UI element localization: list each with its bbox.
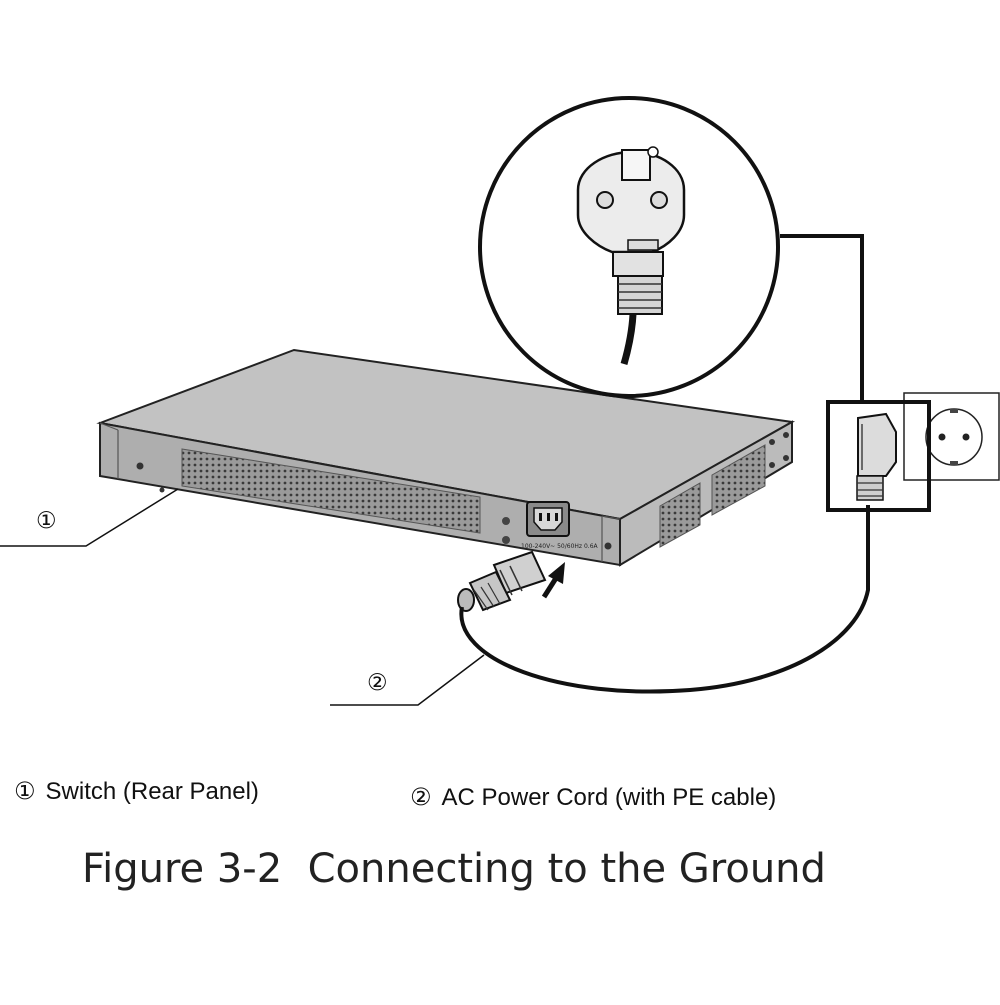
rear-screw-left <box>136 462 144 470</box>
schuko-plug-magnified <box>576 146 686 365</box>
rear-screw-right <box>604 542 612 550</box>
legend-text-2: AC Power Cord (with PE cable) <box>441 784 777 811</box>
iec-connector <box>457 550 547 612</box>
ground-terminal <box>159 487 165 493</box>
legend-number-2: ② <box>410 783 432 811</box>
switch-chassis: 100-240V~ 50/60Hz 0.6A <box>96 348 796 567</box>
legend-text-1: Switch (Rear Panel) <box>45 778 259 805</box>
callout-marker-1: ① <box>36 508 57 534</box>
legend-item-switch: ① Switch (Rear Panel) <box>14 777 259 806</box>
callout-marker-2: ② <box>367 670 388 696</box>
figure-caption: Figure 3-2 Connecting to the Ground <box>82 846 826 892</box>
schuko-plug-inserted <box>856 412 897 501</box>
ac-power-inlet <box>526 501 570 537</box>
ground-screw-bottom <box>502 536 510 544</box>
power-cord <box>459 505 870 694</box>
power-rating-label: 100-240V~ 50/60Hz 0.6A <box>521 543 599 550</box>
legend-item-power-cord: ② AC Power Cord (with PE cable) <box>410 783 776 812</box>
plug-detail-frame <box>826 400 931 512</box>
side-vent-grille-2 <box>711 444 766 516</box>
callout-leader-2 <box>330 654 485 706</box>
magnifier-leader-line <box>780 234 864 402</box>
callout-leader-1 <box>0 488 179 547</box>
insertion-arrow-icon <box>541 562 565 599</box>
rear-vent-grille <box>181 448 481 534</box>
legend-number-1: ① <box>14 777 36 805</box>
side-vent-grille-1 <box>659 482 701 548</box>
ground-screw-top <box>502 517 510 525</box>
wall-socket <box>903 392 1000 481</box>
